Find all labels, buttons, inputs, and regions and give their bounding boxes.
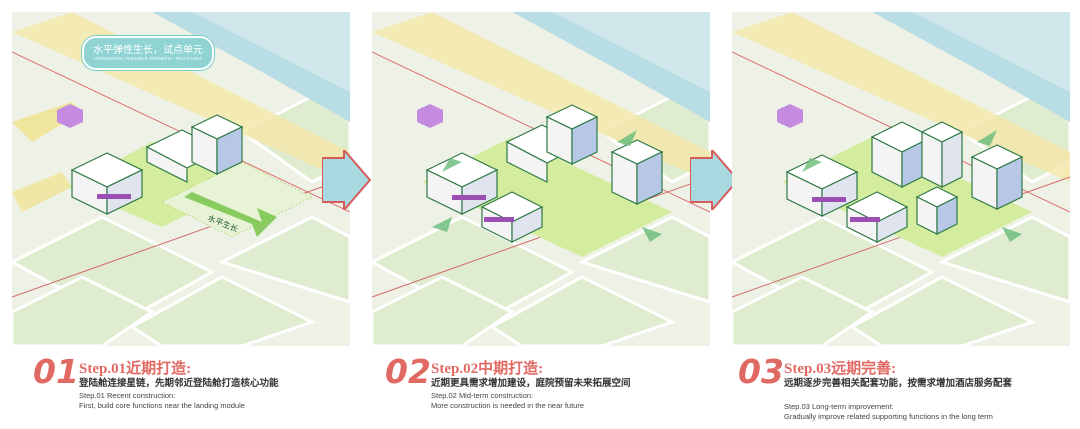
step-number: 02 xyxy=(385,352,431,391)
step-english-title: Step.02 Mid-term construction: xyxy=(431,391,534,400)
step-english-description: First, build core functions near the lan… xyxy=(79,401,245,410)
site-plan-2 xyxy=(372,12,710,346)
pilot-unit-badge: 水平弹性生长，试点单元 HORIZONTAL FLEXIBLE GROWTH ·… xyxy=(82,36,214,70)
step-english-title: Step.03 Long-term improvement: xyxy=(784,402,894,411)
step-english-description: More construction is needed in the near … xyxy=(431,401,585,410)
step-title: Step.03远期完善: xyxy=(784,361,897,377)
badge-title: 水平弹性生长，试点单元 xyxy=(93,45,203,56)
step-number: 01 xyxy=(33,352,79,391)
step-arrow-2 xyxy=(690,150,740,210)
step-arrow-1 xyxy=(322,150,372,210)
step-01-diagram: 水平生长 水平弹性生长，试点单元 HORIZONTAL FLEXIBLE GRO… xyxy=(12,12,350,346)
site-plan-3 xyxy=(732,12,1070,346)
step-title: Step.02中期打造: xyxy=(431,361,544,377)
step-description: 近期更具需求增加建设，庭院预留未来拓展空间 xyxy=(431,378,631,389)
step-title: Step.01近期打造: xyxy=(79,361,192,377)
step-description: 登陆舱连接星链，先期邻近登陆舱打造核心功能 xyxy=(79,378,279,389)
step-description: 远期逐步完善相关配套功能，按需求增加酒店服务配套 xyxy=(784,378,1013,389)
step-english-description: Gradually improve related supporting fun… xyxy=(784,412,993,421)
step-english-title: Step.01 Recent construction: xyxy=(79,391,176,400)
step-02-diagram xyxy=(372,12,710,346)
badge-subtitle: HORIZONTAL FLEXIBLE GROWTH · PILOT UNIT xyxy=(93,56,203,61)
step-number: 03 xyxy=(738,352,784,391)
step-03-diagram xyxy=(732,12,1070,346)
